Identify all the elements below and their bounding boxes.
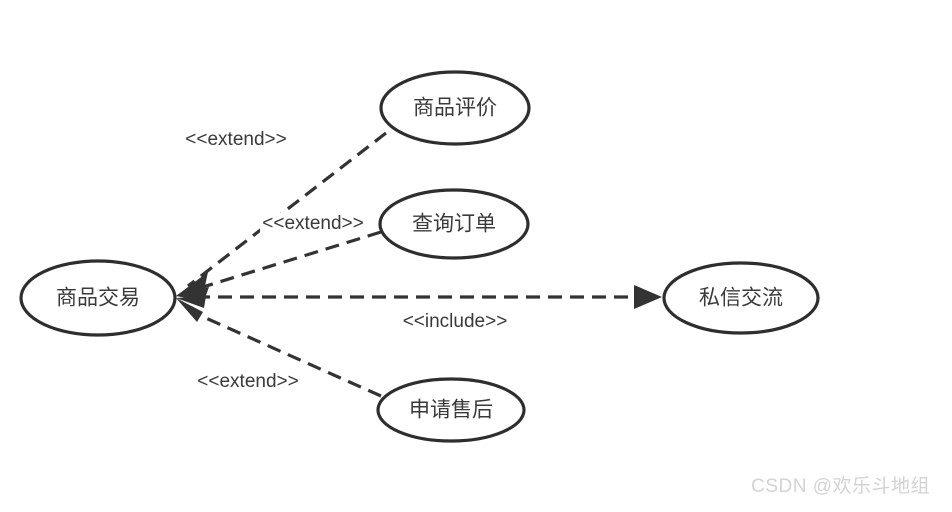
stereotype-bg-order-extend [260, 213, 364, 233]
edge-review-extend-line [187, 131, 387, 288]
use-case-ellipse-message [662, 261, 820, 335]
use-case-node-message[interactable]: 私信交流 [662, 261, 820, 335]
edge-layer [176, 131, 662, 398]
use-case-label-trade: 商品交易 [56, 287, 140, 310]
stereotype-label-order-extend: <<extend>> [262, 213, 363, 234]
stereotype-order-extend: <<extend>> [260, 213, 364, 234]
use-case-ellipse-order [378, 188, 530, 260]
use-case-ellipse-review [379, 70, 531, 146]
use-case-ellipse-after [376, 377, 526, 443]
use-case-label-review: 商品评价 [413, 97, 497, 120]
arrowhead-mid-icon [176, 296, 206, 308]
edge-message-include[interactable] [196, 285, 662, 309]
stereotype-label-after-extend: <<extend>> [197, 371, 298, 392]
arrowhead-lower-icon [176, 298, 203, 322]
use-case-node-after[interactable]: 申请售后 [376, 377, 526, 443]
use-case-node-review[interactable]: 商品评价 [379, 70, 531, 146]
edge-order-extend[interactable] [189, 230, 382, 293]
arrowhead-cluster-trade [176, 272, 209, 322]
stereotype-after-extend: <<extend>> [186, 371, 310, 392]
edge-after-extend-line [189, 309, 382, 398]
stereotype-label-message-include: <<include>> [403, 311, 508, 332]
use-case-label-message: 私信交流 [699, 287, 783, 310]
use-case-ellipse-trade [19, 259, 177, 337]
stereotype-review-extend: <<extend>> [185, 129, 286, 150]
use-case-node-order[interactable]: 查询订单 [378, 188, 530, 260]
stereotype-message-include: <<include>> [403, 311, 508, 332]
edge-after-extend[interactable] [189, 309, 382, 398]
stereotype-bg-after-extend [186, 371, 310, 392]
edge-review-extend[interactable] [187, 131, 387, 288]
node-layer: 商品交易 商品评价 查询订单 申请售后 私信交流 [19, 70, 820, 443]
stereotype-label-review-extend: <<extend>> [185, 129, 286, 150]
edge-order-extend-line [189, 230, 382, 293]
use-case-label-after: 申请售后 [409, 399, 493, 422]
watermark: CSDN @欢乐斗地组 [751, 476, 930, 497]
arrowhead-right-icon [634, 285, 662, 309]
use-case-label-order: 查询订单 [412, 213, 496, 236]
use-case-node-trade[interactable]: 商品交易 [19, 259, 177, 337]
stereotype-layer: <<extend>> <<extend>> <<include>> <<exte… [185, 129, 507, 392]
